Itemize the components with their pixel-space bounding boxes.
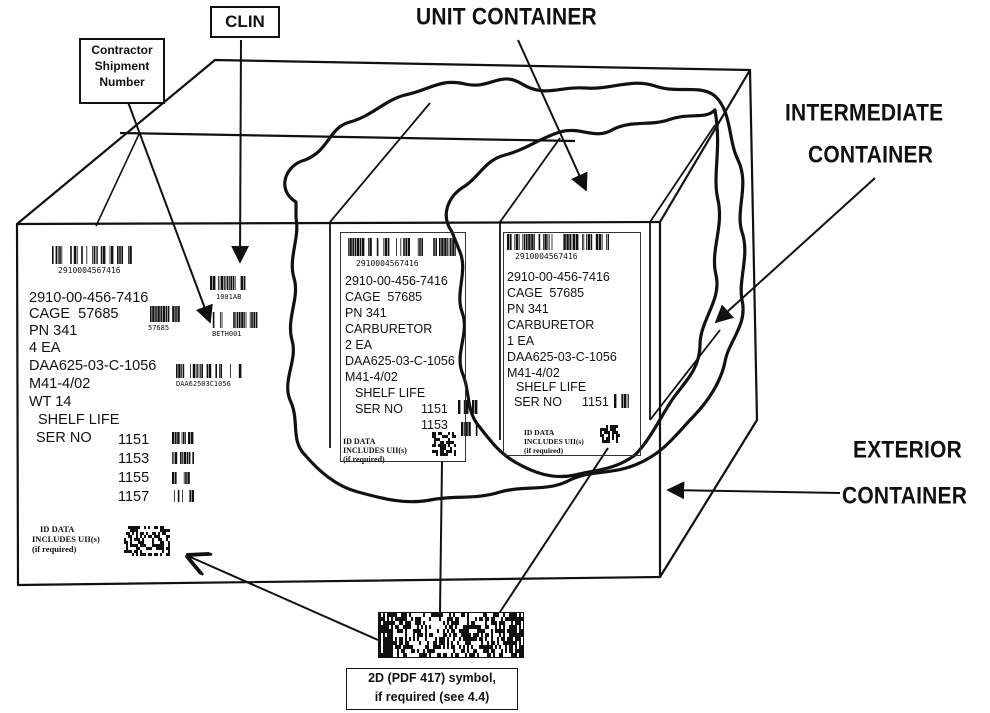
intermediate-nsn: 2910-00-456-7416 [345, 274, 448, 288]
exterior-serial-barcode-4 [174, 490, 194, 502]
intermediate-date: M41-4/02 [345, 370, 398, 384]
shipment-callout-line-1: Contractor [91, 43, 153, 57]
unit-qty: 1 EA [507, 334, 535, 348]
unit-nsn-barcode [507, 234, 609, 250]
exterior-serial-3: 1155 [118, 470, 150, 486]
clin-callout-label: CLIN [225, 12, 265, 31]
exterior-id-data-2: INCLUDES UII(s) [32, 534, 100, 544]
unit-label-sheet [503, 232, 641, 456]
exterior-shelf-life: SHELF LIFE [38, 412, 120, 428]
shipment-callout-line-2: Shipment [94, 59, 150, 73]
unit-container-arrow [517, 39, 588, 192]
intermediate-nsn-barcode-text: 2910004567416 [356, 259, 419, 268]
pdf417-arrow-right [499, 447, 609, 613]
unit-id-data-3: (if required) [524, 446, 564, 455]
callout-arrows [127, 39, 876, 641]
exterior-ser-no: SER NO [36, 430, 92, 446]
unit-contract: DAA625-03-C-1056 [507, 350, 617, 364]
exterior-contract-barcode-text: DAA62503C1056 [176, 380, 231, 388]
intermediate-id-data-1: ID DATA [343, 437, 376, 446]
unit-container-box-lines [329, 102, 721, 448]
exterior-pn: PN 341 [29, 323, 78, 339]
intermediate-container-label-1: INTERMEDIATE [785, 100, 944, 127]
exterior-nsn: 2910-00-456-7416 [29, 290, 149, 306]
unit-serial-barcode-1 [614, 394, 629, 408]
unit-nsn: 2910-00-456-7416 [507, 270, 610, 284]
shipment-number-arrow [127, 101, 213, 324]
exterior-id-data-3: (if required) [32, 544, 77, 554]
contractor-shipment-number-box: Contractor Shipment Number [79, 38, 165, 104]
intermediate-id-data-3: (if required) [343, 455, 385, 464]
pdf417-note-line-1: 2D (PDF 417) symbol, [368, 671, 496, 685]
exterior-qty: 4 EA [29, 340, 61, 356]
intermediate-serial-barcode-2 [461, 422, 478, 436]
intermediate-qty: 2 EA [345, 338, 373, 352]
shipment-callout-line-3: Number [99, 75, 145, 89]
intermediate-serial-1: 1151 [421, 402, 448, 416]
intermediate-nomenclature: CARBURETOR [345, 322, 433, 336]
unit-container-label: UNIT CONTAINER [416, 4, 597, 31]
unit-shelf-life: SHELF LIFE [516, 380, 587, 394]
unit-ser-no: SER NO [514, 395, 562, 409]
intermediate-serial-2: 1153 [421, 418, 448, 432]
intermediate-container-arrow [714, 177, 876, 324]
exterior-serial-barcode-3 [172, 472, 190, 484]
pdf417-note-line-2: if required (see 4.4) [374, 690, 490, 704]
barcodes-group [52, 234, 629, 556]
exterior-clin-barcode [210, 276, 246, 290]
intermediate-container-cutaway [283, 77, 747, 504]
unit-pn: PN 341 [507, 302, 549, 316]
exterior-shipment-barcode [212, 312, 258, 328]
intermediate-shelf-life: SHELF LIFE [355, 386, 426, 400]
intermediate-label-sheet [340, 232, 466, 462]
exterior-container-label-2: CONTAINER [842, 483, 968, 510]
intermediate-2d-symbol [432, 432, 456, 456]
exterior-serial-4: 1157 [118, 489, 150, 505]
exterior-contract: DAA625-03-C-1056 [29, 358, 157, 374]
pdf417-arrow-mid [439, 461, 443, 613]
pdf417-note-box: 2D (PDF 417) symbol, if required (see 4.… [346, 668, 518, 710]
exterior-contract-barcode [176, 364, 242, 378]
intermediate-cage: CAGE 57685 [345, 290, 423, 304]
unit-nomenclature: CARBURETOR [507, 318, 595, 332]
intermediate-container-label-2: CONTAINER [808, 142, 934, 169]
unit-id-data-2: INCLUDES UII(s) [524, 437, 584, 446]
clin-callout-box: CLIN [210, 6, 280, 38]
exterior-serial-2: 1153 [118, 451, 150, 467]
pdf417-symbol [378, 612, 524, 658]
unit-nsn-barcode-text: 2910004567416 [515, 252, 578, 261]
unit-serial-1: 1151 [582, 395, 609, 409]
exterior-cage-barcode-text: 57685 [148, 324, 170, 332]
exterior-weight: WT 14 [29, 394, 72, 410]
pdf417-pattern [379, 613, 523, 657]
exterior-2d-symbol [124, 526, 170, 556]
intermediate-ser-no: SER NO [355, 402, 403, 416]
intermediate-id-data-2: INCLUDES UII(s) [343, 446, 407, 455]
unit-id-data-1: ID DATA [524, 428, 555, 437]
pdf417-arrow-left [188, 556, 379, 641]
clin-arrow [231, 39, 250, 264]
exterior-nsn-barcode [52, 246, 132, 264]
exterior-cage-barcode [150, 306, 180, 322]
exterior-container-arrow [666, 481, 841, 500]
unit-cage: CAGE 57685 [507, 286, 585, 300]
unit-2d-symbol [600, 425, 620, 443]
intermediate-contract: DAA625-03-C-1056 [345, 354, 455, 368]
unit-date: M41-4/02 [507, 366, 560, 380]
exterior-serial-1: 1151 [118, 432, 150, 448]
intermediate-pn: PN 341 [345, 306, 387, 320]
exterior-date: M41-4/02 [29, 376, 91, 392]
exterior-container-label-1: EXTERIOR [853, 437, 962, 464]
exterior-id-data-1: ID DATA [40, 524, 75, 534]
exterior-clin-barcode-text: 1001AB [216, 293, 242, 301]
exterior-serial-barcode-2 [172, 452, 194, 464]
intermediate-nsn-barcode [348, 238, 456, 256]
exterior-shipment-barcode-text: BETH001 [212, 330, 242, 338]
exterior-cage: CAGE 57685 [29, 306, 119, 322]
exterior-serial-barcode-1 [172, 432, 194, 444]
exterior-nsn-barcode-text: 2910004567416 [58, 266, 121, 275]
intermediate-serial-barcode-1 [458, 400, 478, 414]
